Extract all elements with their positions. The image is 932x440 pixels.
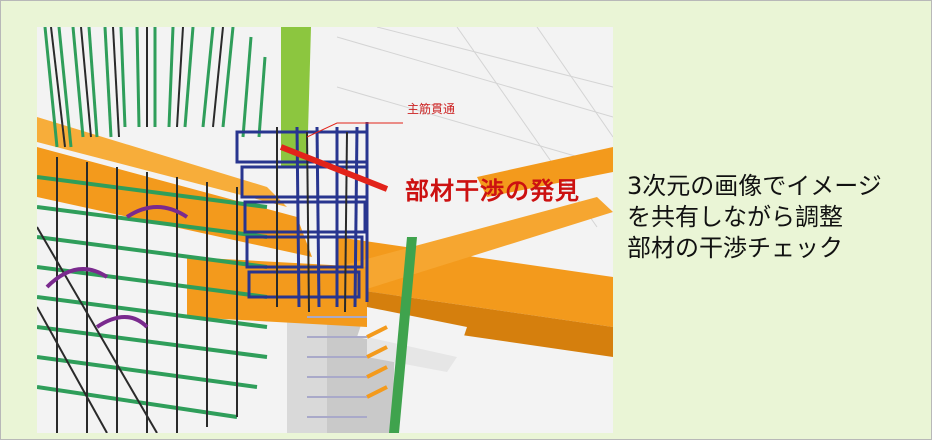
caption-line-1: 3次元の画像でイメージ (627, 172, 882, 200)
interference-found-label: 部材干渉の発見 (405, 177, 580, 205)
rebar-model-illustration (37, 27, 613, 433)
bim-3d-rebar-render (37, 27, 613, 433)
rebar-penetration-label: 主筋貫通 (407, 102, 456, 116)
caption-text: 3次元の画像でイメージ を共有しながら調整 部材の干渉チェック (627, 171, 882, 264)
caption-line-2: を共有しながら調整 (627, 203, 843, 231)
caption-line-3: 部材の干渉チェック (627, 234, 843, 262)
